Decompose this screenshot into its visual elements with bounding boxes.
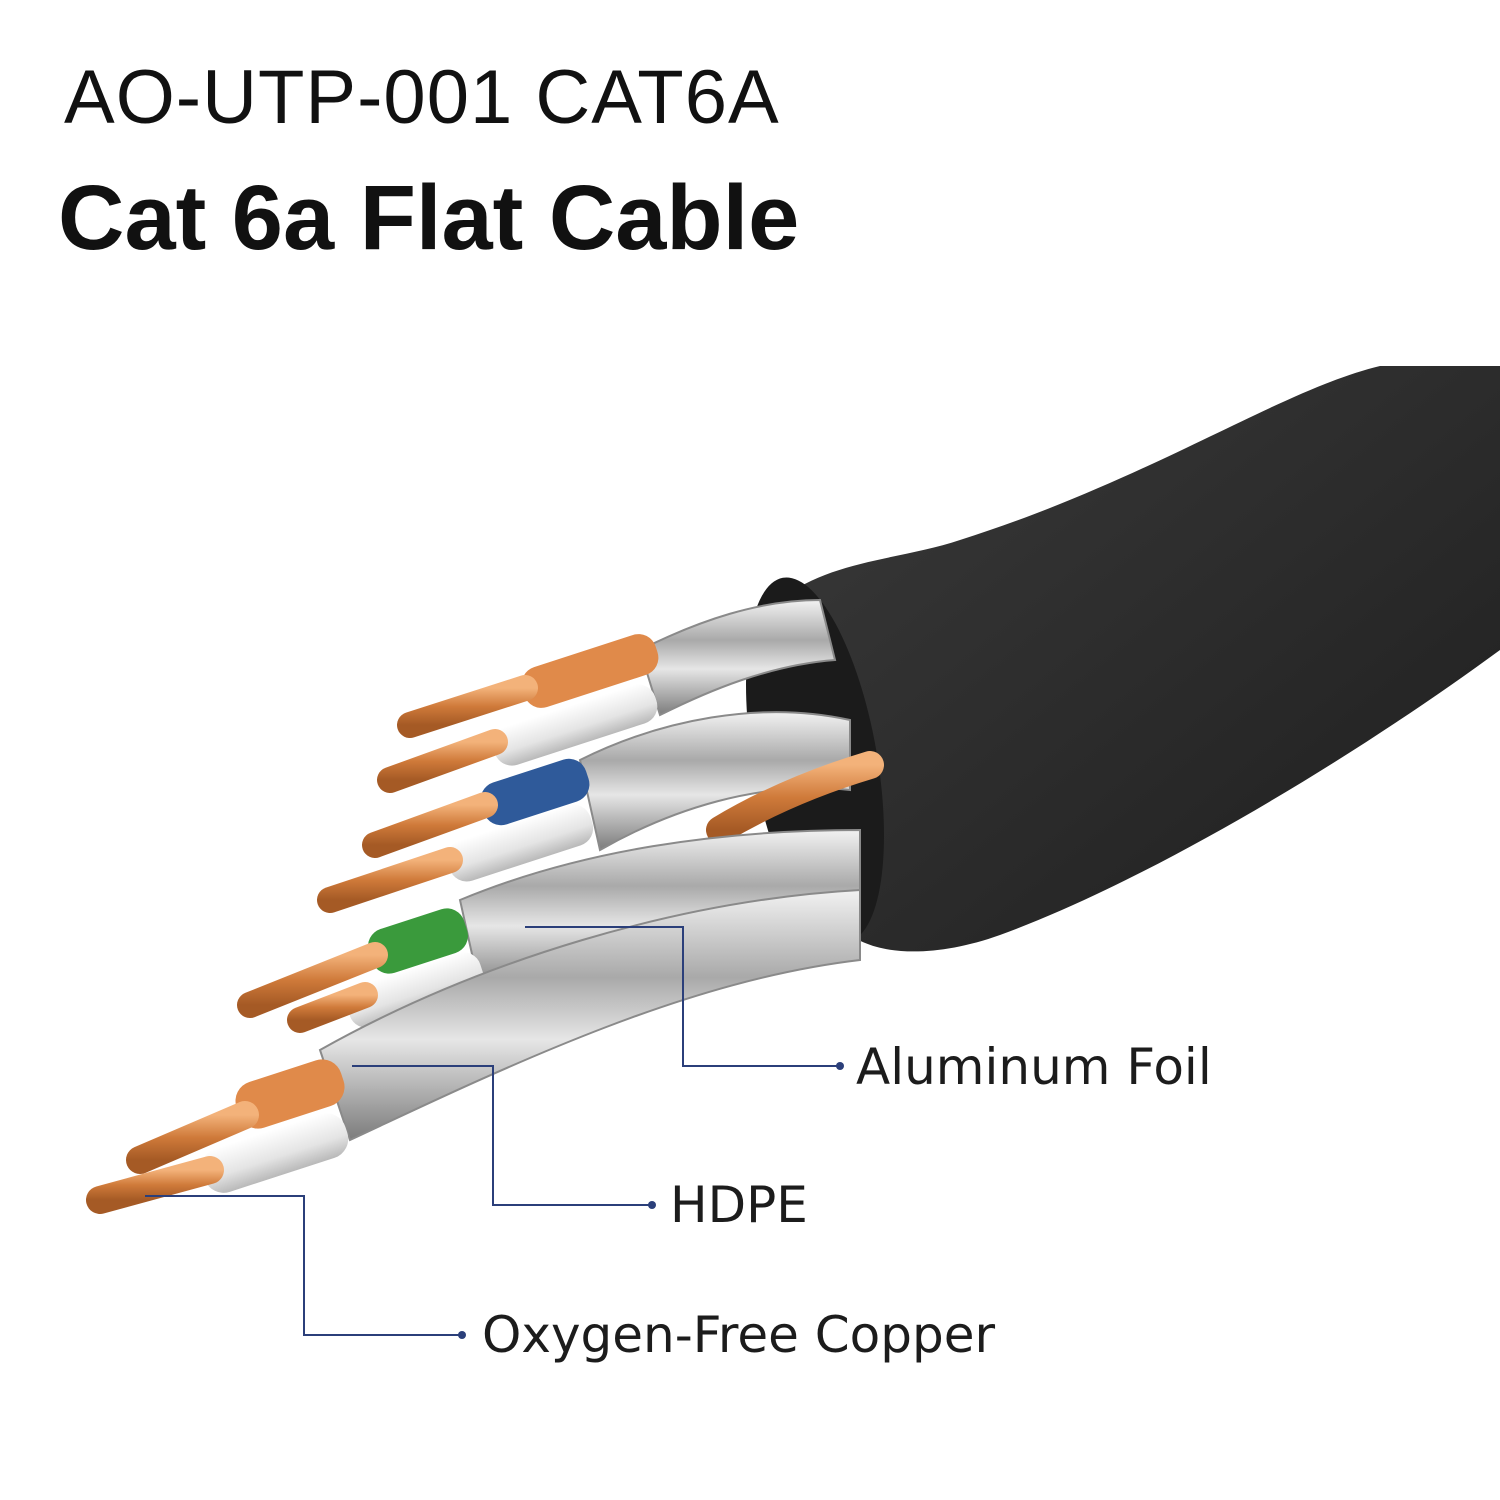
leader-line-foil [525, 926, 838, 1067]
leader-dots [458, 1062, 844, 1339]
leader-line-copper [145, 1195, 460, 1336]
exposed-copper-conductor [706, 751, 884, 844]
leader-lines [145, 926, 838, 1336]
model-number-title: AO-UTP-001 CAT6A [64, 55, 780, 140]
callout-aluminum-foil: Aluminum Foil [856, 1038, 1212, 1096]
cable-jacket [780, 366, 1500, 952]
shielded-pair-4 [86, 888, 861, 1214]
leader-line-hdpe [352, 1065, 650, 1206]
product-name-title: Cat 6a Flat Cable [58, 167, 800, 269]
callout-hdpe: HDPE [670, 1176, 808, 1234]
shielded-pair-1 [377, 598, 837, 793]
shielded-pair-2 [317, 711, 851, 913]
callout-oxygen-free-copper: Oxygen-Free Copper [482, 1306, 996, 1364]
